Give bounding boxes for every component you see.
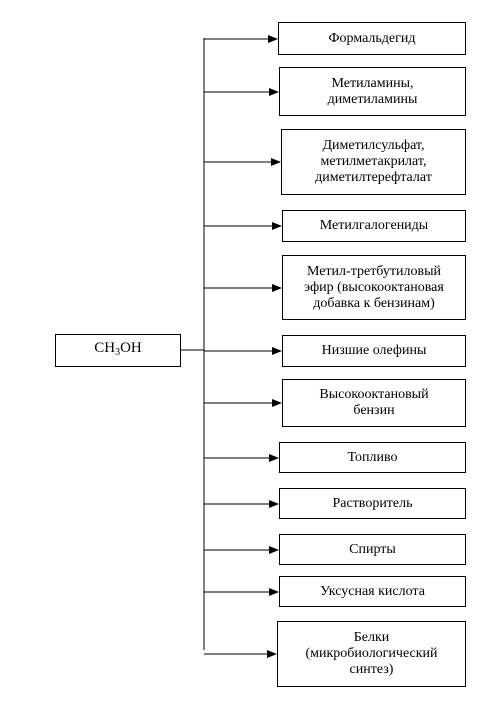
product-box-alcohols: Спирты — [279, 534, 466, 565]
product-box-proteins: Белки (микробиологический синтез) — [277, 621, 466, 687]
source-formula: CH3OH — [94, 340, 142, 358]
product-box-high-octane-gasoline: Высокооктановый бензин — [282, 379, 466, 427]
product-box-methylhalides: Метилгалогениды — [282, 210, 466, 242]
product-box-lower-olefins: Низшие олефины — [282, 335, 466, 367]
product-box-formaldehyde: Формальдегид — [278, 22, 466, 55]
product-box-methylamines: Метиламины, диметиламины — [279, 67, 466, 116]
product-box-mtbe: Метил-третбутиловый эфир (высокооктанова… — [282, 255, 466, 320]
product-box-fuel: Топливо — [279, 442, 466, 473]
source-box-methanol: CH3OH — [55, 334, 181, 367]
product-box-solvent: Растворитель — [279, 488, 466, 519]
product-box-acetic-acid: Уксусная кислота — [279, 576, 466, 607]
product-box-dimethylsulfate: Диметилсульфат, метилметакрилат, диметил… — [281, 129, 466, 195]
